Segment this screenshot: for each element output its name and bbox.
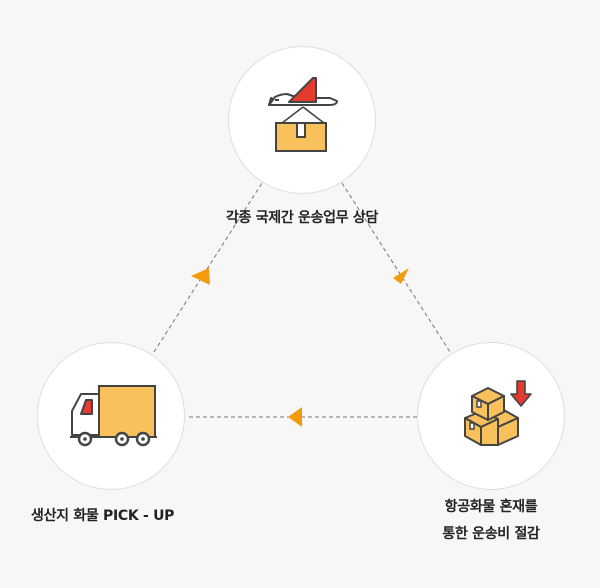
direction-arrow-up-right-icon xyxy=(191,268,210,285)
node-circle-consolidation xyxy=(417,342,565,490)
connector-pickup-to-air xyxy=(153,182,263,353)
node-circle-pickup xyxy=(37,342,185,490)
node-label-consolidation-line1: 항공화물 혼재를 xyxy=(444,499,538,515)
connector-air-to-consolidation xyxy=(341,182,451,353)
direction-arrow-down-right-icon xyxy=(393,268,409,284)
direction-arrow-left-icon xyxy=(288,407,302,427)
truck-icon xyxy=(70,385,157,447)
node-label-air: 각종 국제간 운송업무 상담 xyxy=(225,210,379,226)
airplane-box-icon xyxy=(268,77,338,152)
node-circle-air xyxy=(228,46,376,194)
node-label-pickup: 생산지 화물 PICK - UP xyxy=(31,508,175,524)
stacked-boxes-down-arrow-icon xyxy=(464,380,532,446)
node-label-consolidation-line2: 통한 운송비 절감 xyxy=(442,526,540,542)
